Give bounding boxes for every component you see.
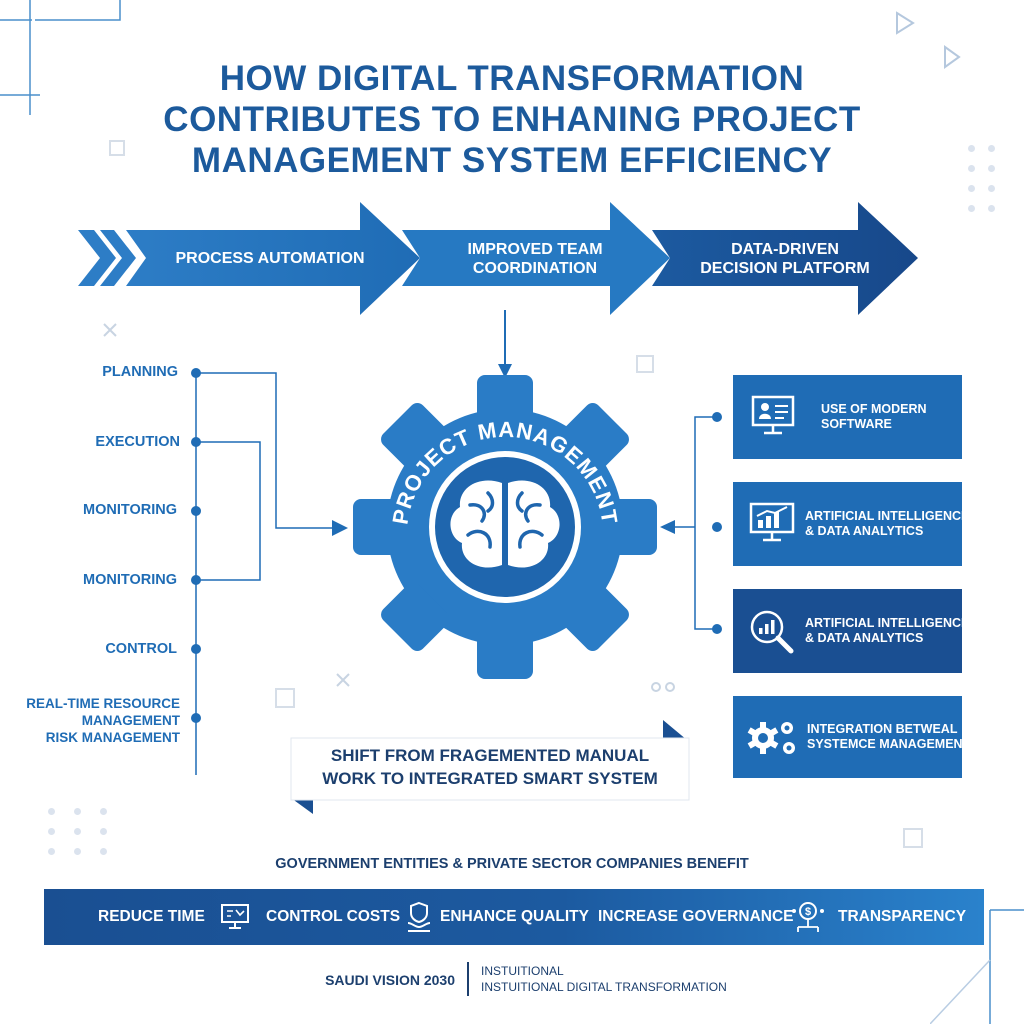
- stage-execution: EXECUTION: [95, 434, 180, 450]
- stage-control: CONTROL: [105, 641, 177, 657]
- square-decoration: [109, 140, 125, 156]
- square-decoration: [903, 828, 923, 848]
- footer-divider: [467, 962, 469, 996]
- arrow-label-line: DATA-DRIVEN: [731, 241, 839, 258]
- benefit-transparency: TRANSPARENCY: [838, 908, 967, 925]
- banner-line: SHIFT FROM FRAGEMENTED MANUAL: [330, 746, 650, 765]
- hand-shield-icon: [407, 901, 431, 932]
- tool-box-ai-analytics-2: ARTIFICIAL INTELLIGENCE & DATA ANALYTICS: [733, 589, 969, 673]
- tool-box-integration: INTEGRATION BETWEAL SYSTEMCE MANAGEMENT: [733, 696, 970, 778]
- tool-label-line: SOFTWARE: [821, 417, 892, 431]
- money-network-icon: $: [792, 902, 824, 932]
- benefit-increase-governance: INCREASE GOVERNANCE: [598, 908, 794, 925]
- page-title: HOW DIGITAL TRANSFORMATION CONTRIBUTES T…: [60, 58, 964, 181]
- play-shape-decoration: [896, 11, 961, 69]
- tool-connector-lines: [660, 412, 722, 634]
- tool-label-line: SYSTEMCE MANAGEMENT: [807, 737, 971, 751]
- arrow-label-decision-platform: DATA-DRIVEN DECISION PLATFORM: [670, 240, 900, 278]
- cross-decoration: [103, 323, 117, 337]
- benefit-reduce-time: REDUCE TIME: [98, 908, 205, 925]
- footer-vision: SAUDI VISION 2030: [325, 972, 455, 988]
- tool-label-line: ARTIFICIAL INTELLIGENCE: [805, 509, 970, 523]
- monitor-chart-icon: [749, 502, 795, 542]
- stage-connector-lines: [191, 368, 348, 775]
- cross-decoration: [336, 673, 350, 687]
- title-line-3: MANAGEMENT SYSTEM EFFICIENCY: [191, 141, 833, 180]
- tool-label: USE OF MODERN SOFTWARE: [821, 375, 927, 459]
- footer-line: INSTUITIONAL: [481, 964, 564, 978]
- process-arrows: [78, 202, 918, 315]
- stage-line: MANAGEMENT: [81, 713, 180, 728]
- svg-text:$: $: [805, 906, 811, 918]
- benefit-enhance-quality: ENHANCE QUALITY: [440, 908, 589, 925]
- project-management-gear: PROJECT MANAGEMENT: [353, 375, 657, 679]
- banner-ribbon: [290, 720, 690, 814]
- benefits-bar: REDUCE TIME CONTROL COSTS ENHANCE QUALIT…: [44, 889, 984, 945]
- stage-monitoring: MONITORING: [83, 502, 177, 518]
- tool-label-line: & DATA ANALYTICS: [805, 631, 924, 645]
- stage-planning: PLANNING: [102, 364, 178, 380]
- dot-grid-decoration: [968, 145, 1008, 215]
- arrow-label-process-automation: PROCESS AUTOMATION: [175, 250, 365, 267]
- tool-label-line: USE OF MODERN: [821, 402, 927, 416]
- arrow-label-team-coordination: IMPROVED TEAM COORDINATION: [420, 240, 650, 278]
- monitor-user-icon: [751, 395, 795, 435]
- footer-line: INSTUITIONAL DIGITAL TRANSFORMATION: [481, 980, 727, 994]
- stage-line: RISK MANAGEMENT: [45, 730, 180, 745]
- tool-label: ARTIFICIAL INTELLIGENCE & DATA ANALYTICS: [805, 482, 969, 566]
- square-decoration: [275, 688, 295, 708]
- down-arrow-connector: [498, 310, 512, 378]
- arrow-label-line: COORDINATION: [472, 260, 598, 277]
- arrow-label-line: IMPROVED TEAM: [467, 241, 603, 258]
- decision-platform-arrow: [652, 202, 918, 315]
- banner-text: SHIFT FROM FRAGEMENTED MANUAL WORK TO IN…: [291, 744, 689, 790]
- tool-label: INTEGRATION BETWEAL SYSTEMCE MANAGEMENT: [807, 696, 970, 778]
- banner-line: WORK TO INTEGRATED SMART SYSTEM: [322, 769, 658, 788]
- footer-program: INSTUITIONAL INSTUITIONAL DIGITAL TRANSF…: [481, 963, 727, 995]
- benefit-heading: GOVERNMENT ENTITIES & PRIVATE SECTOR COM…: [275, 856, 749, 872]
- square-decoration: [636, 355, 654, 373]
- corner-decoration-bottom-right: [930, 909, 1024, 1024]
- team-coordination-arrow: [402, 202, 670, 315]
- tool-label-line: INTEGRATION BETWEAL: [807, 722, 958, 736]
- stage-resource-risk: REAL-TIME RESOURCE MANAGEMENT RISK MANAG…: [0, 695, 180, 746]
- brain-icon: [450, 477, 560, 573]
- title-line-1: HOW DIGITAL TRANSFORMATION: [219, 59, 805, 98]
- tool-label-line: ARTIFICIAL INTELLIGENCE: [805, 616, 970, 630]
- arrow-label-line: DECISION PLATFORM: [700, 260, 870, 277]
- chevrons-icon: [78, 230, 136, 286]
- tool-box-ai-analytics: ARTIFICIAL INTELLIGENCE & DATA ANALYTICS: [733, 482, 969, 566]
- stage-line: REAL-TIME RESOURCE: [26, 696, 180, 711]
- corner-decoration-top-left: [0, 0, 121, 115]
- tool-label: ARTIFICIAL INTELLIGENCE & DATA ANALYTICS: [805, 589, 969, 673]
- tool-label-line: & DATA ANALYTICS: [805, 524, 924, 538]
- monitor-icon: [221, 904, 249, 929]
- process-automation-arrow: [126, 202, 420, 315]
- circles-decoration: [651, 682, 675, 692]
- title-line-2: CONTRIBUTES TO ENHANING PROJECT: [163, 100, 861, 139]
- magnifier-chart-icon: [750, 610, 794, 654]
- dot-grid-decoration: [48, 808, 108, 858]
- stage-monitoring-2: MONITORING: [83, 572, 177, 588]
- tool-box-modern-software: USE OF MODERN SOFTWARE: [733, 375, 962, 459]
- gears-icon: [747, 722, 795, 754]
- benefit-control-costs: CONTROL COSTS: [266, 908, 401, 925]
